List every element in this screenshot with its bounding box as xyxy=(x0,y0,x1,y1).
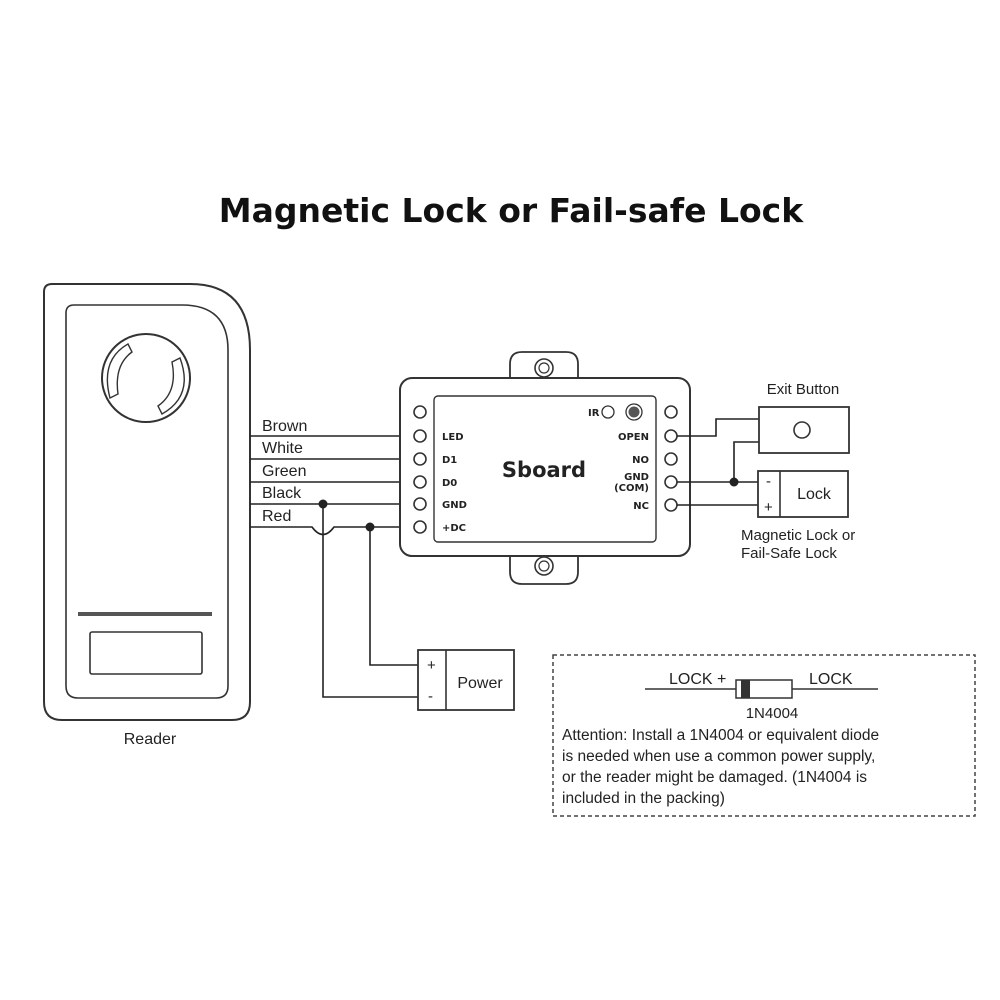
exit-button xyxy=(758,406,850,454)
wire-label-green: Green xyxy=(262,463,306,480)
reader-label: Reader xyxy=(124,731,177,748)
lock-caption-1: Magnetic Lock or xyxy=(741,527,855,544)
ir-led-icon xyxy=(601,405,615,419)
terminal-led: LED xyxy=(442,432,464,443)
note-line-2: is needed when use a common power supply… xyxy=(562,748,875,765)
lock-caption-2: Fail-Safe Lock xyxy=(741,545,837,562)
wire-label-black: Black xyxy=(262,485,302,502)
note-lock-plus: LOCK + xyxy=(669,671,726,688)
diagram-title: Magnetic Lock or Fail-safe Lock xyxy=(219,191,804,230)
wire-label-brown: Brown xyxy=(262,418,307,435)
power-wires xyxy=(318,499,418,698)
terminal-gnd-com: GND xyxy=(624,472,649,483)
attention-note-box xyxy=(552,654,976,817)
terminal-d1: D1 xyxy=(442,455,457,466)
terminal-open: OPEN xyxy=(618,432,649,443)
power-supply xyxy=(417,649,515,711)
lock-plus: + xyxy=(764,499,773,516)
wire-label-red: Red xyxy=(262,508,291,525)
power-plus: + xyxy=(427,657,436,674)
ir-label: IR xyxy=(588,408,600,419)
exit-button-label: Exit Button xyxy=(767,381,840,398)
reader-device xyxy=(43,283,251,721)
note-diode-label: 1N4004 xyxy=(746,705,799,722)
terminal-gnd: GND xyxy=(442,500,467,511)
power-minus: - xyxy=(428,688,433,705)
reader-logo-icon xyxy=(101,333,191,423)
reader-wires xyxy=(250,435,420,536)
terminal-com: (COM) xyxy=(614,483,649,494)
diode-symbol xyxy=(645,679,878,699)
lock-minus: - xyxy=(766,473,771,490)
terminal-no: NO xyxy=(632,455,649,466)
reader-slot-line xyxy=(78,612,212,616)
push-button-icon xyxy=(793,421,811,439)
note-line-4: included in the packing) xyxy=(562,790,725,807)
board-name: Sboard xyxy=(502,458,586,482)
power-label: Power xyxy=(457,675,503,692)
wire-label-white: White xyxy=(262,440,303,457)
terminal-d0: D0 xyxy=(442,478,457,489)
terminal-nc: NC xyxy=(633,501,649,512)
output-wires xyxy=(677,418,759,506)
lock-label: Lock xyxy=(797,486,832,503)
reader-button-window xyxy=(89,631,203,675)
terminal-dc: +DC xyxy=(442,523,466,534)
controller-board xyxy=(399,351,691,585)
lock-device xyxy=(757,470,849,518)
note-line-3: or the reader might be damaged. (1N4004 … xyxy=(562,769,867,786)
note-line-1: Attention: Install a 1N4004 or equivalen… xyxy=(562,727,879,744)
note-lock: LOCK xyxy=(809,671,853,688)
